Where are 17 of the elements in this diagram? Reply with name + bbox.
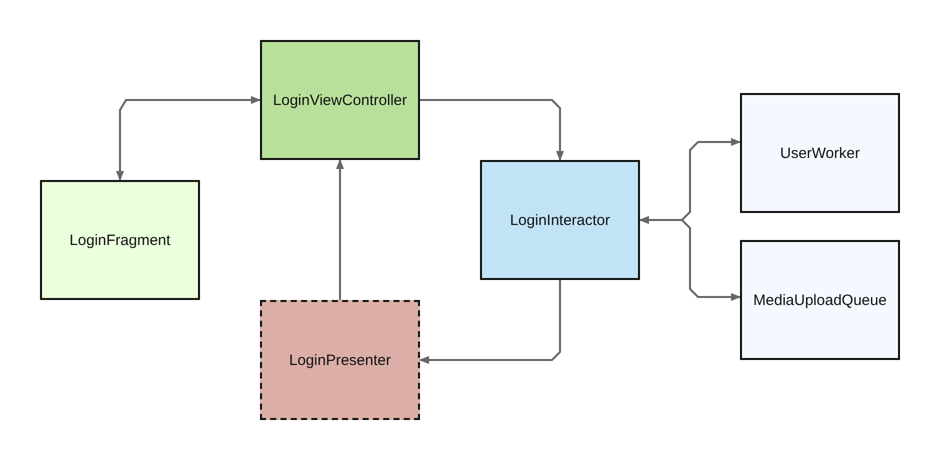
node-label: LoginInteractor: [510, 212, 610, 228]
arrow: [336, 159, 344, 300]
process-box: [740, 93, 900, 213]
process-box: [260, 40, 420, 160]
node-label: LoginPresenter: [289, 352, 391, 368]
node-label: LoginViewController: [273, 92, 407, 108]
arrow: [419, 280, 561, 364]
process-box: [40, 180, 200, 300]
node-label: LoginFragment: [70, 232, 170, 248]
node-label: UserWorker: [780, 144, 860, 162]
arrow: [116, 96, 261, 181]
process-box: [740, 240, 900, 360]
process-box: [260, 300, 420, 420]
node-label: MediaUploadQueue: [753, 292, 887, 308]
arrow: [639, 216, 741, 301]
arrow: [420, 99, 564, 161]
process-box: [480, 160, 640, 280]
